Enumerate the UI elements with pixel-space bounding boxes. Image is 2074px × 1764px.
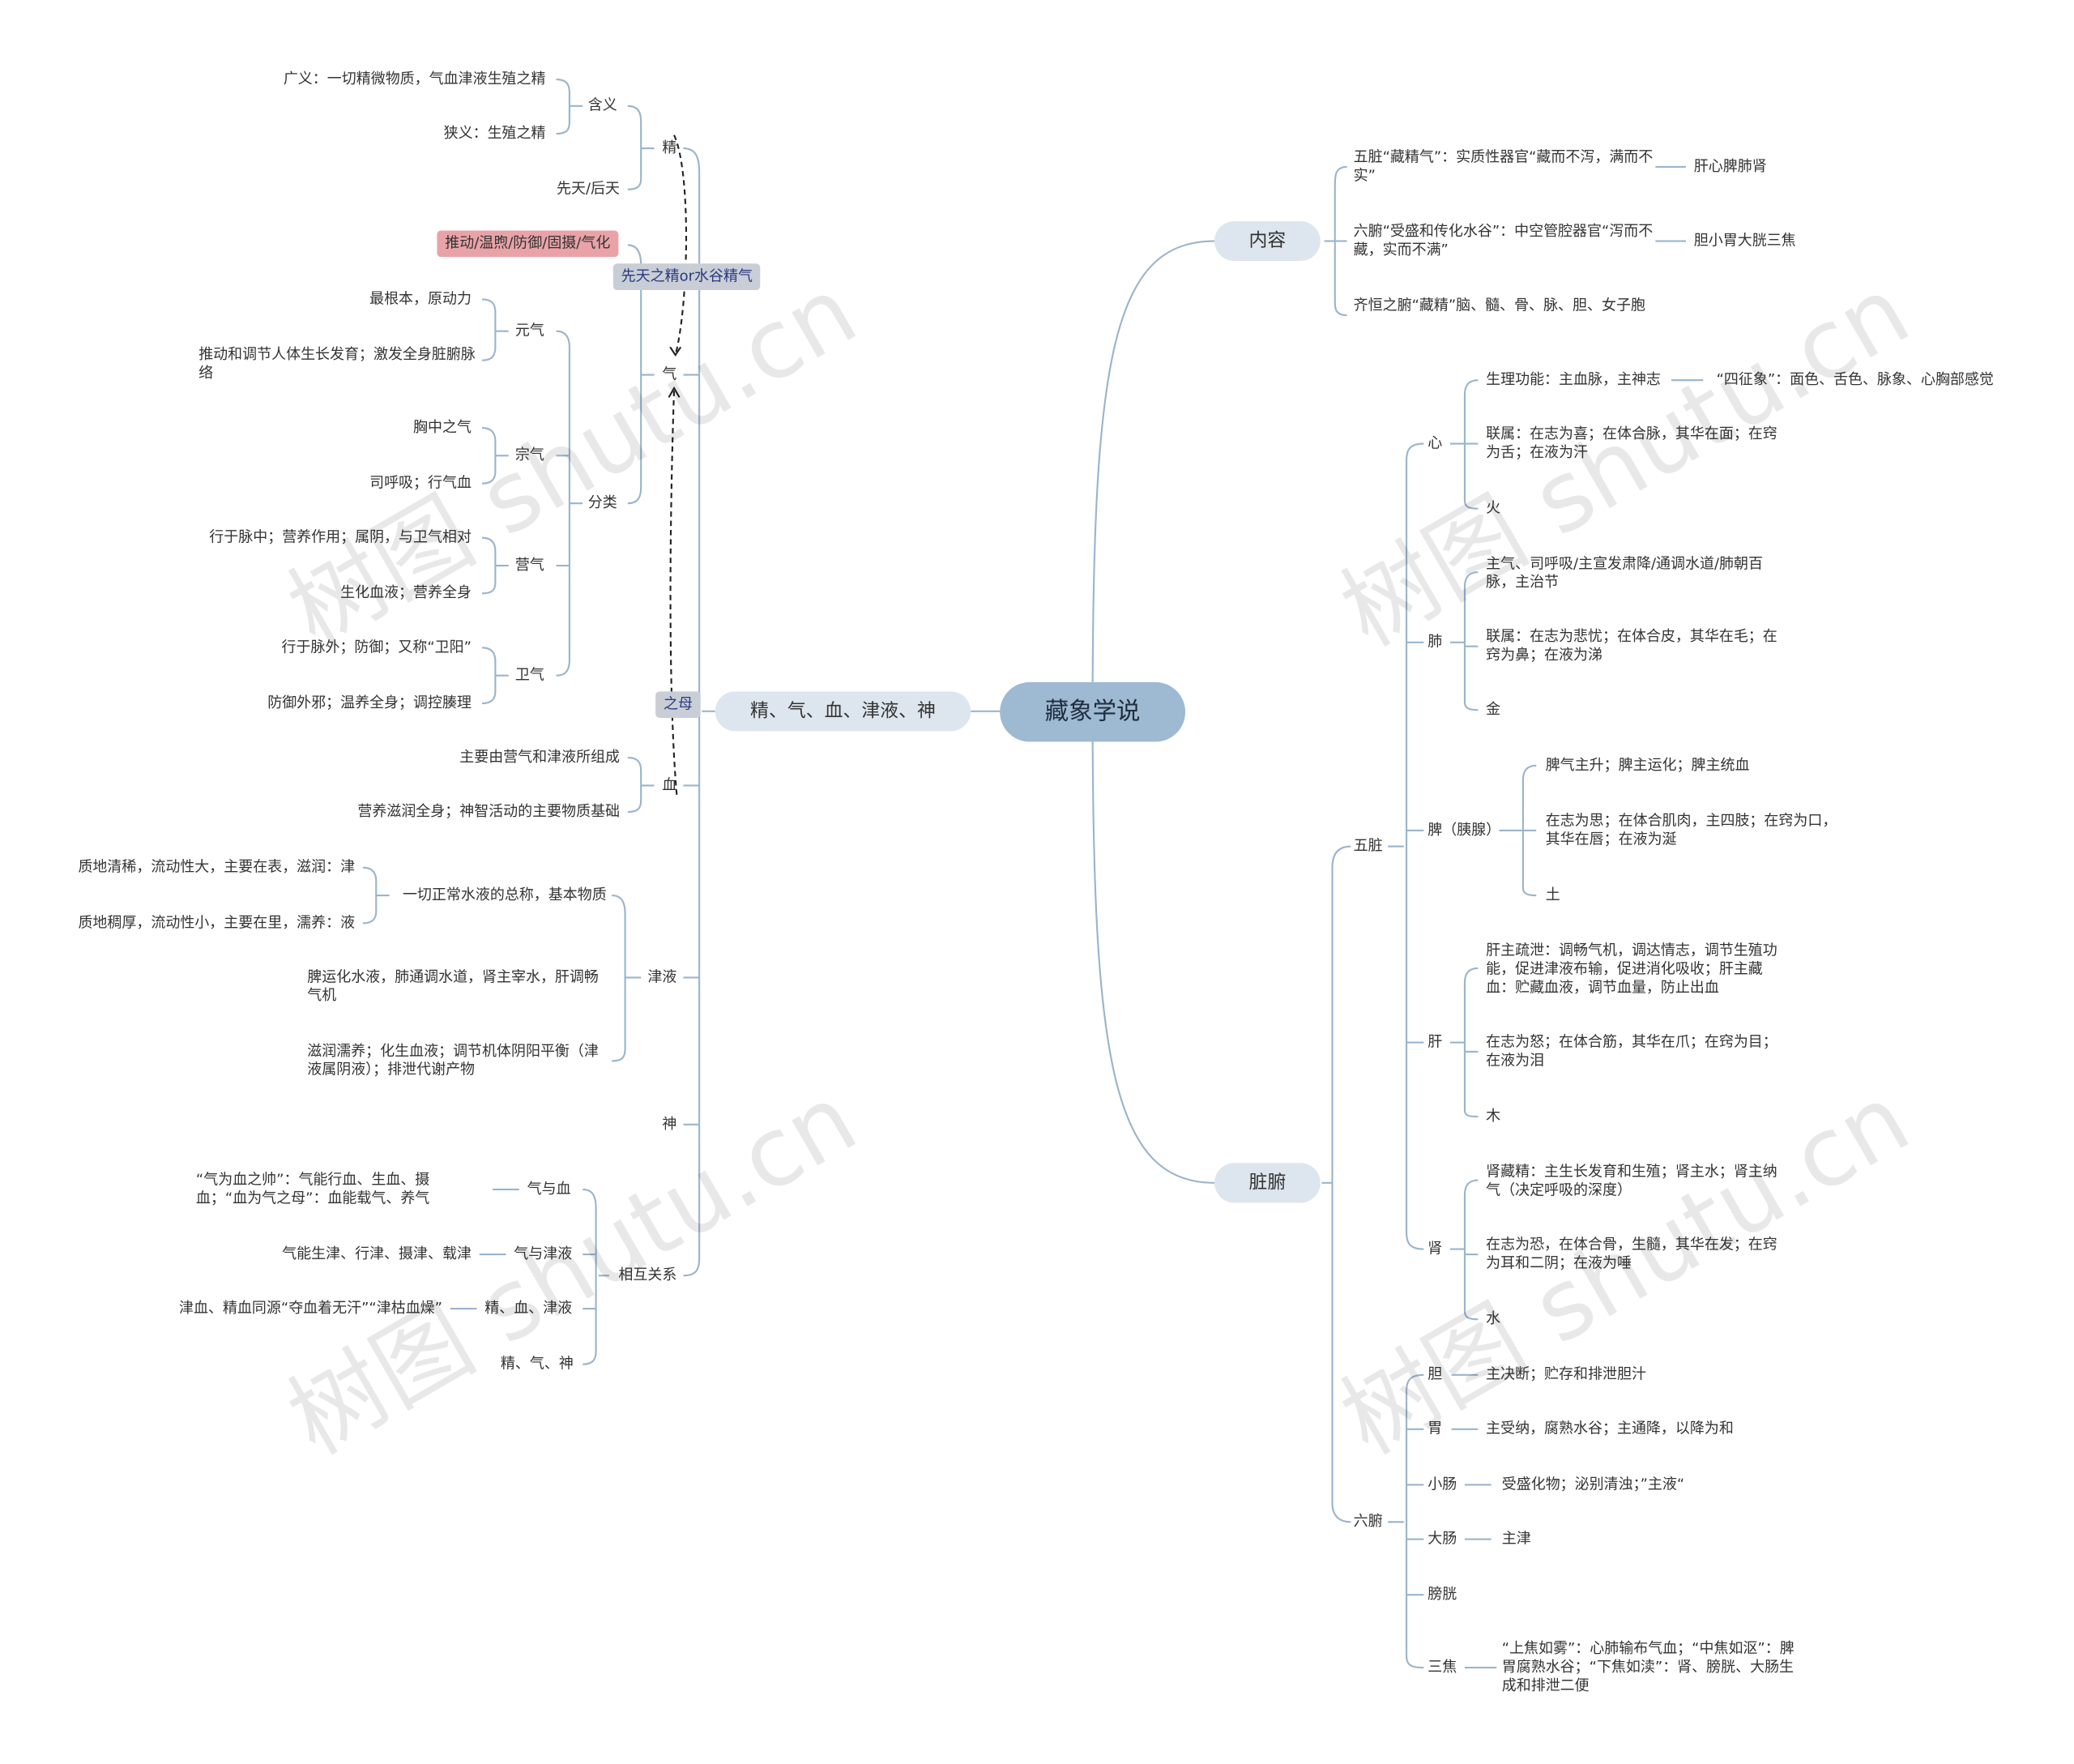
jxj-desc: 津血、精血同源“夺血着无汗”“津枯血燥”	[179, 1299, 442, 1317]
pangguang-node[interactable]: 膀胱	[1427, 1585, 1457, 1603]
branch-jing-qi-xue[interactable]: 精、气、血、津液、神	[715, 691, 971, 732]
jing-hanyi[interactable]: 含义	[587, 96, 617, 114]
xue-b: 营养滋润全身；神智活动的主要物质基础	[357, 802, 621, 820]
jing-xiantian: 先天/后天	[557, 180, 621, 198]
liufu-list: 胆小胃大胱三焦	[1693, 232, 1796, 250]
wei-desc: 主受纳，腐熟水谷；主通降，以降为和	[1486, 1420, 1734, 1437]
shen-spirit-node[interactable]: 神	[662, 1115, 677, 1133]
wuzang-definition: 五脏“藏精气”：实质性器官“藏而不泻，满而不实”	[1353, 148, 1654, 185]
qixue-node[interactable]: 气与血	[527, 1180, 571, 1198]
branch-neirong[interactable]: 内容	[1214, 220, 1321, 262]
shen-function: 肾藏精：主生长发育和生殖；肾主水；肾主纳气（决定呼吸的深度）	[1486, 1163, 1777, 1199]
wuzang-list: 肝心脾肺肾	[1693, 157, 1767, 175]
yingqi-node[interactable]: 营气	[514, 556, 544, 574]
fei-node[interactable]: 肺	[1427, 633, 1443, 651]
fei-relations: 联属：在志为悲忧；在体合皮，其华在毛；在窍为鼻；在液为涕	[1486, 627, 1777, 664]
shen-relations: 在志为恐，在体合骨，生髓，其华在发；在窍为耳和二阴；在液为唾	[1486, 1236, 1777, 1272]
fei-function: 主气、司呼吸/主宣发肃降/通调水道/肺朝百脉，主治节	[1486, 554, 1763, 592]
wei-node[interactable]: 胃	[1427, 1420, 1443, 1437]
jqs-node[interactable]: 精、气、神	[500, 1355, 574, 1373]
jin-desc: 质地清稀，流动性大，主要在表，滋润：津	[78, 858, 356, 876]
jinye-c: 滋润濡养；化生血液；调节机体阴阳平衡（津液属阴液）；排泄代谢产物	[307, 1042, 599, 1078]
yuanqi-a: 最根本，原动力	[369, 289, 472, 308]
yingqi-a: 行于脉中；营养作用；属阴，与卫气相对	[209, 528, 472, 546]
xin-relations: 联属：在志为喜；在体合脉，其华在面；在窍为舌；在液为汗	[1486, 425, 1777, 461]
jinye-b: 脾运化水液，肺通调水道，肾主宰水，肝调畅气机	[307, 967, 599, 1005]
qi-fenlei[interactable]: 分类	[587, 493, 617, 511]
qi-node[interactable]: 气	[662, 365, 677, 383]
jinye-node[interactable]: 津液	[647, 967, 677, 986]
dachang-desc: 主津	[1501, 1530, 1531, 1548]
branch-zangfu[interactable]: 脏腑	[1214, 1163, 1321, 1203]
jing-broad: 广义：一切精微物质，气血津液生殖之精	[283, 70, 546, 88]
weiqi-a: 行于脉外；防御；又称“卫阳”	[281, 638, 472, 656]
liufu-definition: 六腑“受盛和传化水谷”：中空管腔器官“泻而不藏，实而不满”	[1353, 222, 1654, 258]
weiqi-node[interactable]: 卫气	[514, 666, 544, 684]
ye-desc: 质地稠厚，流动性小，主要在里，濡养：液	[78, 913, 356, 932]
weiqi-b: 防御外邪；温养全身；调控腠理	[267, 694, 472, 711]
gan-function: 肝主疏泄：调畅气机，调达情志，调节生殖功能，促进津液布输，促进消化吸收；肝主藏血…	[1486, 942, 1777, 997]
fei-element: 金	[1486, 700, 1501, 719]
wuzang-node[interactable]: 五脏	[1353, 837, 1383, 855]
xue-a: 主要由营气和津液所组成	[459, 748, 621, 766]
xin-four-signs: “四征象”：面色、舌色、脉象、心胸部感觉	[1716, 370, 1994, 388]
shen-element: 水	[1486, 1309, 1501, 1327]
shen-node[interactable]: 肾	[1427, 1240, 1443, 1258]
qiheng-definition: 齐恒之腑“藏精”脑、髓、骨、脉、胆、女子胞	[1353, 297, 1645, 314]
xue-node[interactable]: 血	[662, 775, 677, 794]
gan-relations: 在志为怒；在体合筋，其华在爪；在窍为目；在液为泪	[1486, 1033, 1777, 1070]
root-node[interactable]: 藏象学说	[1000, 681, 1186, 742]
qi-function-tag: 推动/温煦/防御/固摄/气化	[437, 230, 619, 258]
jing-node[interactable]: 精	[662, 139, 677, 156]
jxj-node[interactable]: 精、血、津液	[484, 1299, 573, 1317]
source-tag: 先天之精or水谷精气	[612, 263, 761, 290]
xiaochang-desc: 受盛化物；泌别清浊；”主液“	[1501, 1476, 1685, 1493]
dachang-node[interactable]: 大肠	[1427, 1530, 1457, 1548]
yingqi-b: 生化血液；营养全身	[340, 583, 472, 602]
qijin-node[interactable]: 气与津液	[514, 1245, 573, 1262]
zongqi-b: 司呼吸；行气血	[369, 474, 472, 492]
liufu-node[interactable]: 六腑	[1353, 1512, 1383, 1531]
gan-element: 木	[1486, 1107, 1501, 1125]
xin-function: 生理功能：主血脉，主神志	[1486, 370, 1661, 388]
sanjiao-desc: “上焦如雾”：心肺输布气血；“中焦如沤”：脾胃腐熟水谷；“下焦如渎”：肾、膀胱、…	[1501, 1639, 1794, 1694]
xin-node[interactable]: 心	[1427, 434, 1443, 452]
dan-node[interactable]: 胆	[1427, 1365, 1443, 1383]
xianghu-node[interactable]: 相互关系	[618, 1266, 677, 1284]
pi-node[interactable]: 脾（胰腺）	[1427, 821, 1501, 839]
dan-desc: 主决断；贮存和排泄胆汁	[1486, 1365, 1646, 1383]
yuanqi-node[interactable]: 元气	[514, 322, 544, 340]
sanjiao-node[interactable]: 三焦	[1427, 1658, 1457, 1676]
qijin-desc: 气能生津、行津、摄津、载津	[282, 1245, 472, 1262]
zongqi-node[interactable]: 宗气	[514, 446, 544, 464]
pi-element: 土	[1545, 886, 1560, 903]
zongqi-a: 胸中之气	[413, 418, 472, 436]
yuanqi-b: 推动和调节人体生长发育；激发全身脏腑脉络	[198, 345, 476, 382]
xin-element: 火	[1486, 499, 1501, 517]
pi-relations: 在志为思；在体合肌肉，主四肢；在窍为口，其华在唇；在液为涎	[1545, 812, 1837, 848]
qixue-desc: “气为血之帅”：气能行血、生血、摄血；“血为气之母”：血能载气、养气	[195, 1171, 430, 1207]
pi-function: 脾气主升；脾主运化；脾主统血	[1545, 756, 1750, 774]
jing-narrow: 狭义：生殖之精	[443, 124, 546, 142]
mother-tag: 之母	[655, 691, 701, 719]
xiaochang-node[interactable]: 小肠	[1427, 1476, 1457, 1493]
gan-node[interactable]: 肝	[1427, 1033, 1443, 1051]
jinye-definition: 一切正常水液的总称，基本物质	[402, 886, 607, 903]
